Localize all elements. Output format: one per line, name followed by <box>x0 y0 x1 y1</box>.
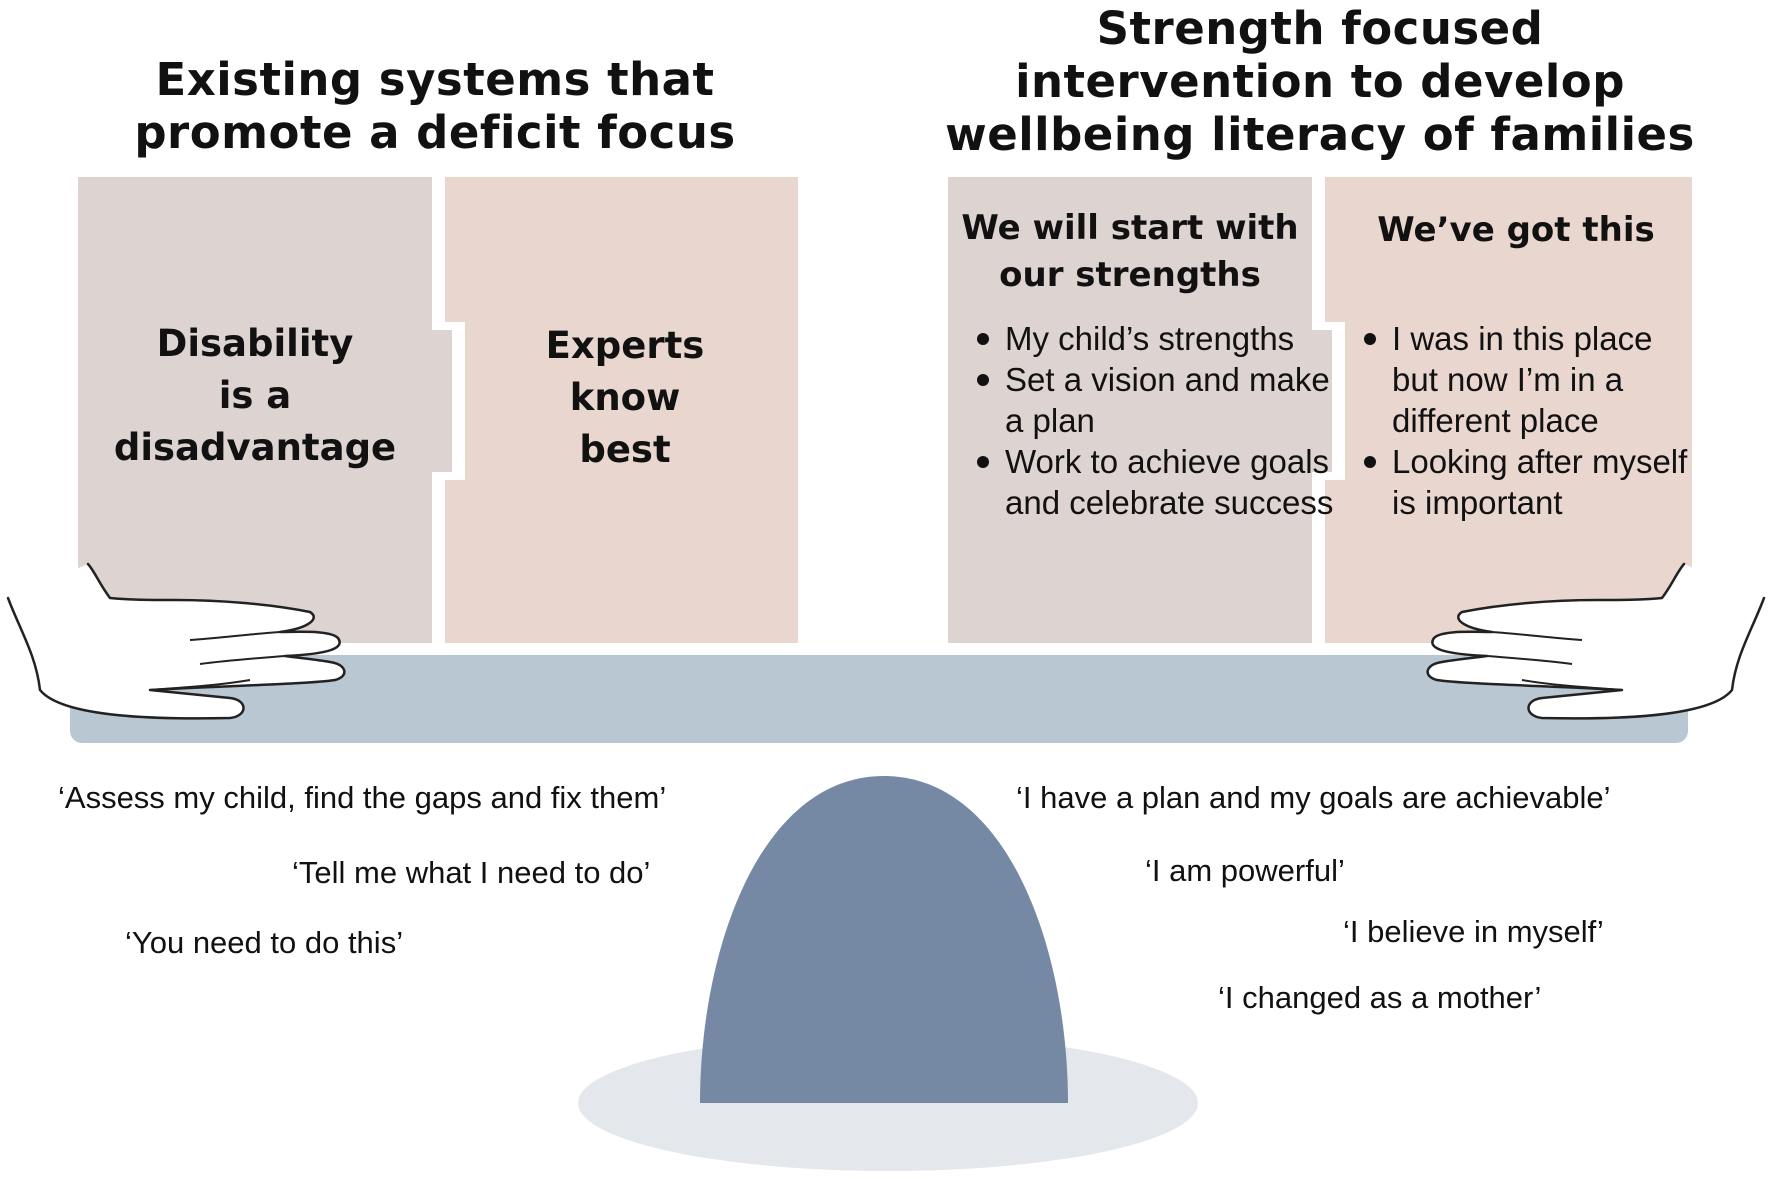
left-heading: Existing systems that promote a deficit … <box>80 53 790 159</box>
box-line: is a <box>218 374 292 417</box>
box-line: best <box>579 428 671 471</box>
quote-left: ‘Tell me what I need to do’ <box>292 855 651 890</box>
right-card-strengths <box>948 177 1332 643</box>
bullet-item: Work to achieve goals and celebrate succ… <box>977 443 1334 521</box>
quote-left: ‘You need to do this’ <box>125 925 404 960</box>
left-box-disability <box>78 177 452 643</box>
quote-right: ‘I believe in myself’ <box>1343 914 1604 949</box>
bullet-item: Looking after myself is important <box>1364 441 1692 523</box>
quote-right: ‘I have a plan and my goals are achievab… <box>1016 780 1611 815</box>
bullet-item: Set a vision and make a plan <box>977 359 1335 441</box>
box-line: know <box>569 376 681 419</box>
box-line: Experts <box>545 324 705 367</box>
card-strengths-title: We will start with our strengths <box>948 205 1312 299</box>
bullet-item: My child’s strengths <box>977 318 1335 359</box>
quote-right: ‘I changed as a mother’ <box>1218 980 1542 1015</box>
box-line: Disability <box>156 322 354 365</box>
left-box-experts <box>445 177 798 643</box>
box-line: disadvantage <box>113 426 397 469</box>
right-card-got-this <box>1325 177 1692 643</box>
right-heading: Strength focused intervention to develop… <box>940 2 1700 161</box>
fulcrum <box>700 776 1068 1103</box>
left-box-experts-text: Experts know best <box>452 320 798 476</box>
bullet-item: I was in this place but now I’m in a dif… <box>1364 318 1692 441</box>
card-title-line: We will start with <box>961 208 1299 248</box>
right-heading-line: intervention to develop <box>1015 55 1625 108</box>
quote-left: ‘Assess my child, find the gaps and fix … <box>58 780 667 815</box>
card-strengths-bullets: My child’s strengths Set a vision and ma… <box>975 318 1335 523</box>
right-heading-line: wellbeing literacy of families <box>945 108 1695 161</box>
card-got-this-title: We’ve got this <box>1340 207 1692 254</box>
right-hand-icon <box>1426 562 1766 720</box>
right-heading-line: Strength focused <box>1096 2 1544 55</box>
card-title-line: our strengths <box>999 255 1261 295</box>
card-title-line: We’ve got this <box>1377 210 1655 250</box>
card-got-this-bullets: I was in this place but now I’m in a dif… <box>1362 318 1692 523</box>
quote-right: ‘I am powerful’ <box>1145 853 1345 888</box>
left-box-disability-text: Disability is a disadvantage <box>78 318 432 474</box>
left-heading-line: promote a deficit focus <box>134 106 736 159</box>
seesaw-beam <box>70 655 1688 743</box>
left-heading-line: Existing systems that <box>155 53 715 106</box>
left-hand-icon <box>6 562 346 720</box>
